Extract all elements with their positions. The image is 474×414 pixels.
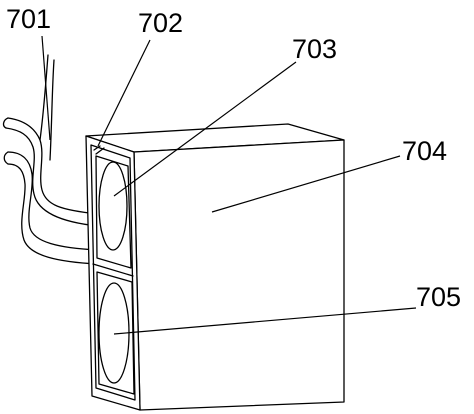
upper-tube-inner: [5, 127, 99, 227]
upper-tube-outer: [7, 117, 99, 215]
leader-lines: [41, 35, 417, 335]
riser-a: [39, 54, 49, 141]
callout-702: 702: [138, 8, 183, 38]
upper-tube-end: [2, 117, 9, 129]
corner-marks: [93, 145, 105, 155]
pipes: [2, 54, 99, 265]
riser-b: [49, 59, 55, 161]
callouts: 701 702 703 704 705: [6, 4, 461, 312]
leader-703: [113, 61, 297, 197]
lower-tube-end: [3, 151, 9, 165]
lower-tube-inner: [7, 163, 99, 265]
leader-705: [113, 307, 417, 335]
box-side-face: [133, 139, 345, 411]
lower-tube-outer: [7, 151, 99, 251]
leader-701: [41, 35, 51, 141]
callout-705: 705: [416, 282, 461, 312]
upper-fan-disc: [98, 161, 128, 251]
front-panel-frame: [90, 144, 136, 401]
leader-704: [211, 155, 401, 213]
fan-divider: [92, 263, 134, 277]
lower-fan-frame: [96, 271, 135, 395]
callout-701: 701: [6, 4, 51, 34]
callout-703: 703: [292, 34, 337, 64]
callout-704: 704: [402, 136, 447, 166]
upper-fan-frame: [95, 155, 132, 269]
leader-702: [97, 39, 151, 147]
